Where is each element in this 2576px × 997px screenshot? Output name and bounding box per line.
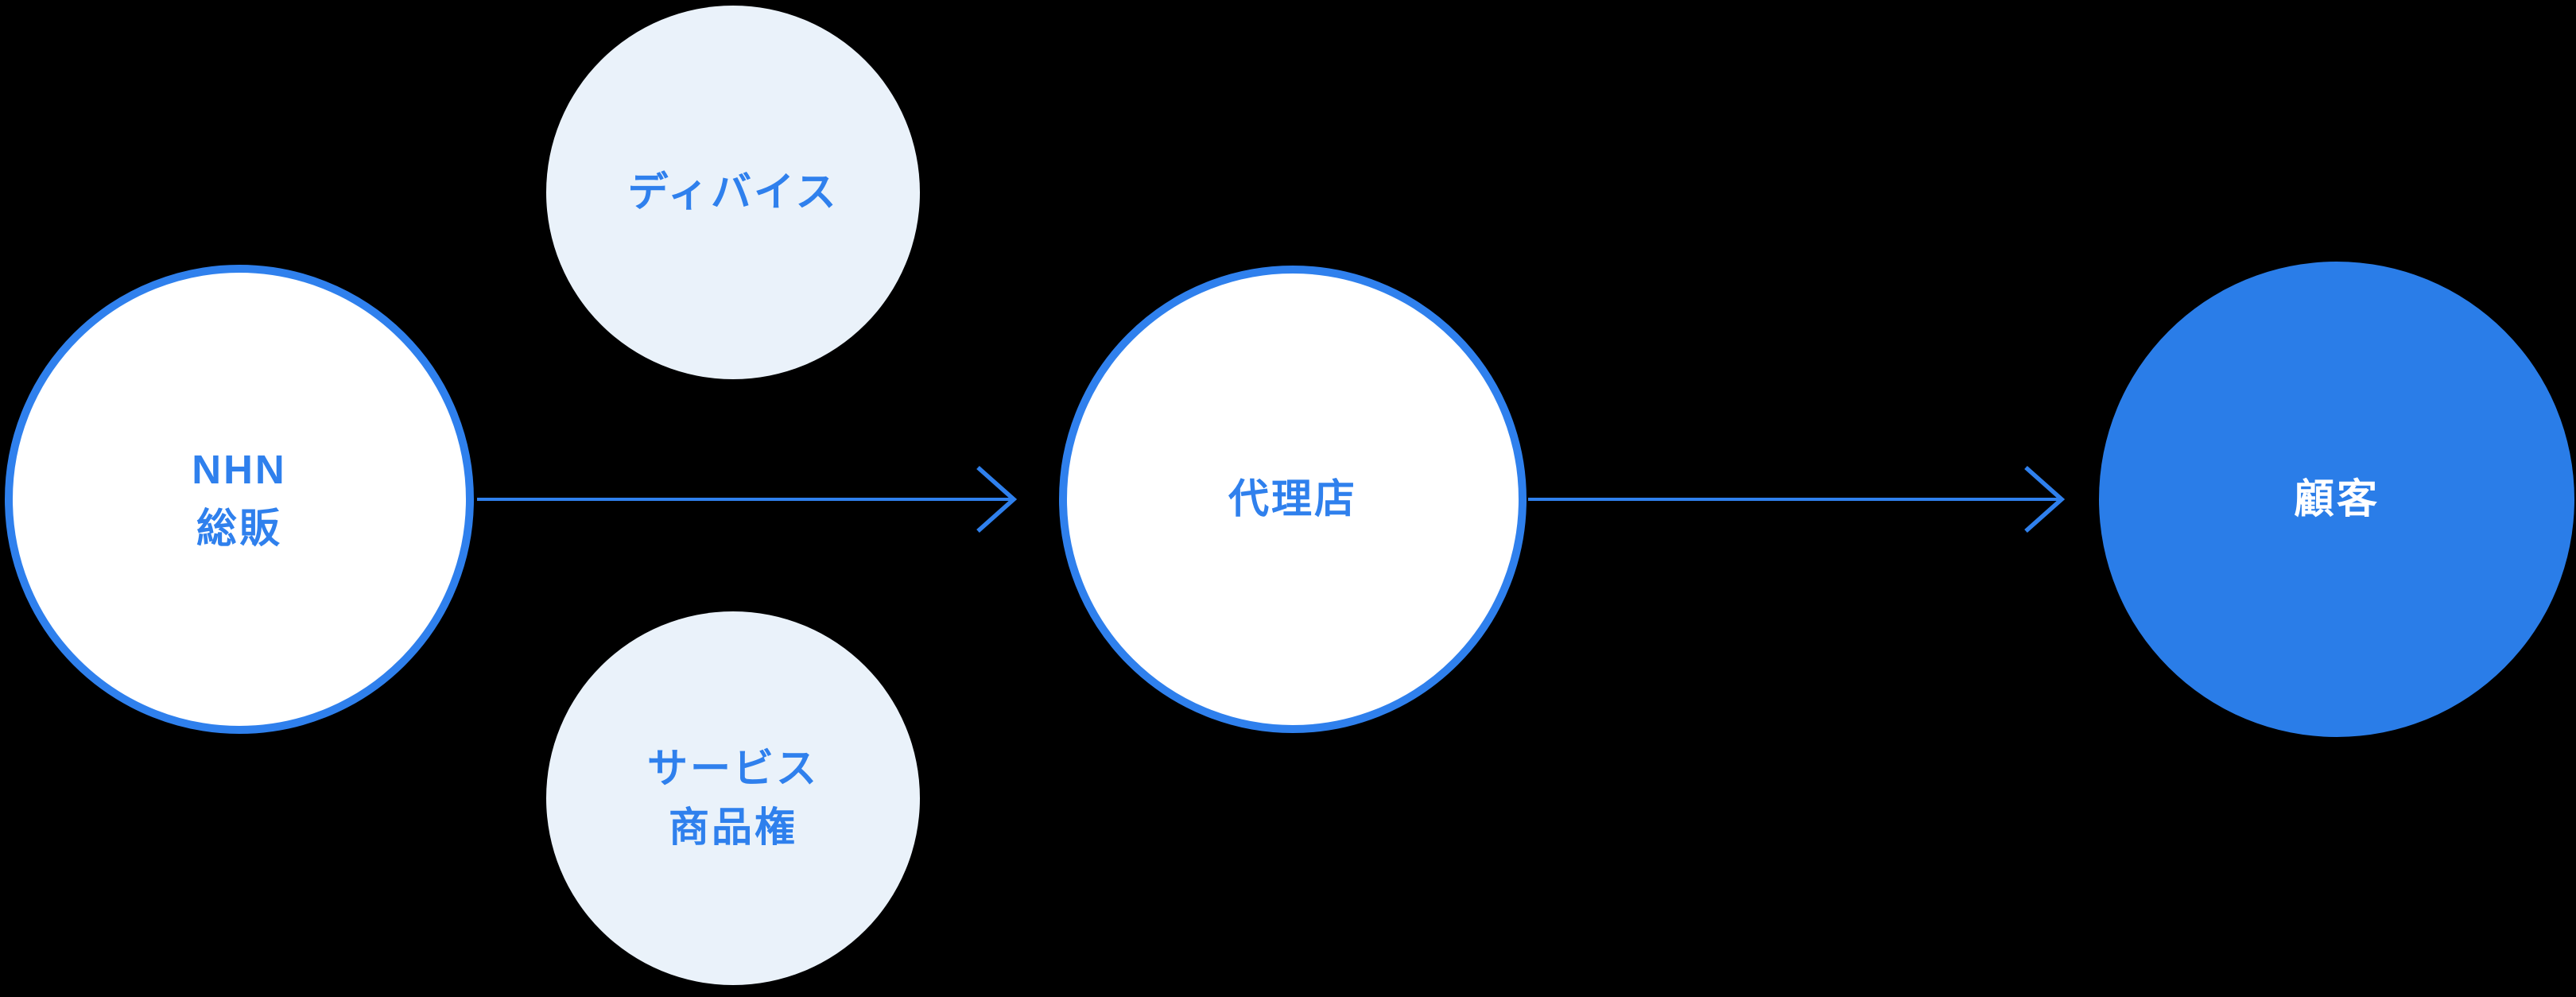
arrow-nhn-to-agency: [477, 465, 1018, 533]
node-agency: 代理店: [1059, 266, 1527, 733]
arrowhead-icon: [2024, 465, 2066, 533]
arrowhead-icon: [976, 465, 1018, 533]
node-service-rights-label: サービス 商品権: [646, 746, 819, 850]
node-nhn-sohan-label: NHN 総販: [192, 447, 287, 551]
arrow-agency-to-customer: [1528, 465, 2066, 533]
node-customer: 顧客: [2099, 262, 2574, 737]
node-customer-label: 顧客: [2293, 476, 2380, 522]
node-agency-label: 代理店: [1228, 476, 1357, 522]
node-service-rights: サービス 商品権: [546, 611, 920, 985]
node-device-label: ディバイス: [627, 169, 839, 215]
node-device: ディバイス: [546, 6, 920, 379]
node-nhn-sohan: NHN 総販: [5, 265, 474, 734]
